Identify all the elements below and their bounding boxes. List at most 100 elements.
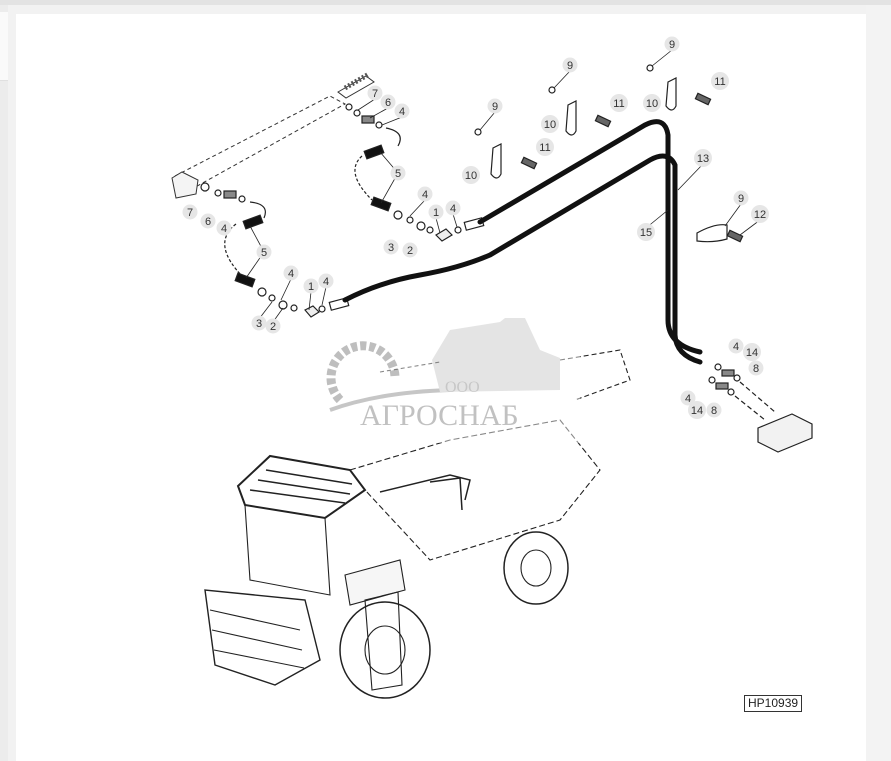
- callout-label: 4: [399, 106, 405, 118]
- callout-label: 6: [205, 216, 211, 228]
- callout-9[interactable]: 9: [664, 36, 680, 52]
- callout-label: 2: [270, 321, 276, 333]
- callout-4[interactable]: 4: [318, 273, 334, 289]
- callout-9[interactable]: 9: [487, 98, 503, 114]
- callout-bubble-icon: [462, 166, 480, 184]
- callout-label: 15: [640, 227, 652, 239]
- callout-bubble-icon: [380, 94, 396, 110]
- callout-label: 11: [613, 98, 624, 110]
- callout-bubble-icon: [562, 57, 578, 73]
- callout-2[interactable]: 2: [402, 242, 418, 258]
- callout-12[interactable]: 12: [751, 205, 769, 223]
- callout-bubble-icon: [643, 94, 661, 112]
- callout-bubble-icon: [680, 390, 696, 406]
- callout-bubble-icon: [711, 72, 729, 90]
- callout-bubble-icon: [390, 165, 406, 181]
- callout-bubble-icon: [394, 103, 410, 119]
- callout-bubble-icon: [251, 315, 267, 331]
- callout-bubble-icon: [637, 223, 655, 241]
- hose-clamps: [474, 64, 744, 243]
- callout-2[interactable]: 2: [265, 318, 281, 334]
- callout-bubble-icon: [256, 244, 272, 260]
- callout-4[interactable]: 4: [445, 200, 461, 216]
- callout-4[interactable]: 4: [728, 338, 744, 354]
- callout-bubble-icon: [367, 85, 383, 101]
- left-panel-strip: [0, 5, 8, 761]
- callout-label: 5: [261, 247, 267, 259]
- callout-4[interactable]: 4: [283, 265, 299, 281]
- callout-8[interactable]: 8: [706, 402, 722, 418]
- callout-label: 9: [492, 101, 498, 113]
- callout-label: 2: [407, 245, 413, 257]
- callout-10[interactable]: 10: [541, 115, 559, 133]
- callout-9[interactable]: 9: [562, 57, 578, 73]
- callout-bubble-icon: [303, 278, 319, 294]
- callout-10[interactable]: 10: [462, 166, 480, 184]
- callout-label: 1: [308, 281, 314, 293]
- callout-bubble-icon: [417, 186, 433, 202]
- callout-group: 1122334444444455667788999910101011111112…: [182, 36, 769, 419]
- callout-4[interactable]: 4: [216, 220, 232, 236]
- callout-11[interactable]: 11: [610, 94, 628, 112]
- callout-label: 6: [385, 97, 391, 109]
- callout-label: 4: [422, 189, 428, 201]
- callout-bubble-icon: [318, 273, 334, 289]
- callout-label: 12: [754, 209, 766, 221]
- viewer-top-bar: [0, 0, 891, 5]
- callout-label: 4: [450, 203, 456, 215]
- figure-id-label: HP10939: [744, 695, 803, 712]
- callout-15[interactable]: 15: [637, 223, 655, 241]
- callout-label: 13: [697, 153, 709, 165]
- callout-label: 9: [738, 193, 744, 205]
- callout-6[interactable]: 6: [200, 213, 216, 229]
- combine-harvester: [204, 349, 631, 699]
- callout-13[interactable]: 13: [694, 149, 712, 167]
- callout-bubble-icon: [751, 205, 769, 223]
- callout-bubble-icon: [182, 204, 198, 220]
- callout-bubble-icon: [265, 318, 281, 334]
- callout-4[interactable]: 4: [394, 103, 410, 119]
- left-fitting-assembly: [200, 182, 350, 318]
- callout-bubble-icon: [706, 402, 722, 418]
- callout-11[interactable]: 11: [536, 138, 554, 156]
- right-scroll-gutter[interactable]: [866, 5, 891, 761]
- callout-7[interactable]: 7: [182, 204, 198, 220]
- left-panel-tab[interactable]: [0, 12, 8, 81]
- hydraulic-cylinder: [171, 71, 375, 199]
- callout-10[interactable]: 10: [643, 94, 661, 112]
- callout-8[interactable]: 8: [748, 360, 764, 376]
- callout-3[interactable]: 3: [383, 239, 399, 255]
- callout-bubble-icon: [402, 242, 418, 258]
- callout-4[interactable]: 4: [680, 390, 696, 406]
- callout-bubble-icon: [445, 200, 461, 216]
- callout-1[interactable]: 1: [428, 204, 444, 220]
- callout-bubble-icon: [541, 115, 559, 133]
- callout-label: 1: [433, 207, 439, 219]
- callout-5[interactable]: 5: [390, 165, 406, 181]
- callout-label: 3: [388, 242, 394, 254]
- callout-4[interactable]: 4: [417, 186, 433, 202]
- callout-bubble-icon: [283, 265, 299, 281]
- callout-label: 3: [256, 318, 262, 330]
- callout-bubble-icon: [536, 138, 554, 156]
- callout-5[interactable]: 5: [256, 244, 272, 260]
- callout-label: 8: [753, 363, 759, 375]
- callout-label: 4: [288, 268, 294, 280]
- callout-14[interactable]: 14: [743, 343, 761, 361]
- callout-label: 11: [539, 142, 550, 154]
- callout-7[interactable]: 7: [367, 85, 383, 101]
- callout-14[interactable]: 14: [688, 401, 706, 419]
- callout-bubble-icon: [610, 94, 628, 112]
- watermark-prefix: ООО: [445, 379, 480, 396]
- callout-label: 7: [187, 207, 193, 219]
- callout-bubble-icon: [216, 220, 232, 236]
- callout-label: 14: [746, 347, 758, 359]
- callout-11[interactable]: 11: [711, 72, 729, 90]
- callout-label: 4: [323, 276, 329, 288]
- callout-1[interactable]: 1: [303, 278, 319, 294]
- callout-label: 10: [646, 98, 658, 110]
- callout-3[interactable]: 3: [251, 315, 267, 331]
- callout-bubble-icon: [200, 213, 216, 229]
- callout-9[interactable]: 9: [733, 190, 749, 206]
- callout-6[interactable]: 6: [380, 94, 396, 110]
